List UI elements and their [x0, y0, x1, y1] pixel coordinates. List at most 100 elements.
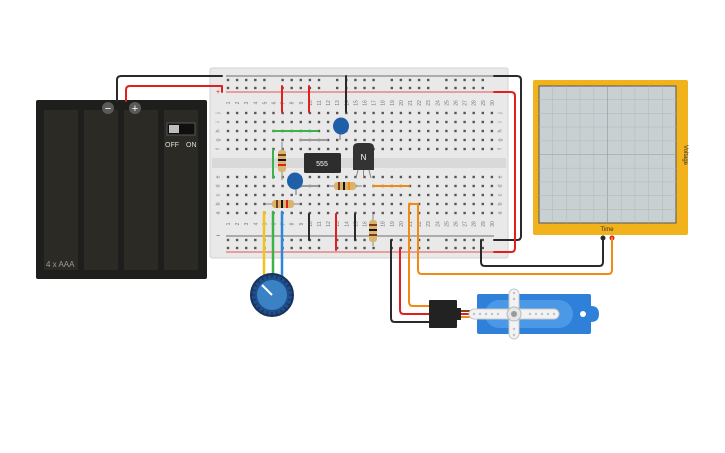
breadboard-hole[interactable]: [454, 193, 457, 197]
breadboard-hole[interactable]: [490, 129, 494, 133]
breadboard-hole[interactable]: [390, 138, 393, 142]
breadboard-hole[interactable]: [354, 129, 357, 133]
breadboard-hole[interactable]: [490, 120, 494, 124]
breadboard-hole[interactable]: [445, 111, 448, 115]
breadboard-hole[interactable]: [399, 175, 403, 179]
resistor-vertical-1[interactable]: [278, 142, 286, 180]
rail-hole[interactable]: [290, 78, 293, 82]
breadboard-hole[interactable]: [454, 138, 457, 142]
rail-hole[interactable]: [417, 246, 421, 250]
breadboard-hole[interactable]: [363, 193, 366, 197]
rail-hole[interactable]: [299, 86, 302, 90]
rail-hole[interactable]: [226, 246, 230, 250]
breadboard-hole[interactable]: [254, 147, 257, 151]
breadboard-hole[interactable]: [317, 175, 321, 179]
wire-battery-negative[interactable]: [116, 75, 223, 102]
rail-hole[interactable]: [317, 246, 321, 250]
breadboard-hole[interactable]: [290, 111, 293, 115]
rail-hole[interactable]: [463, 86, 466, 90]
breadboard-hole[interactable]: [481, 147, 484, 151]
breadboard-hole[interactable]: [472, 129, 475, 133]
breadboard-hole[interactable]: [245, 147, 248, 151]
breadboard-hole[interactable]: [408, 129, 412, 133]
breadboard-hole[interactable]: [454, 211, 457, 215]
breadboard-hole[interactable]: [281, 138, 284, 142]
breadboard-hole[interactable]: [408, 147, 412, 151]
breadboard-hole[interactable]: [345, 138, 348, 142]
breadboard-hole[interactable]: [245, 211, 248, 215]
rail-hole[interactable]: [245, 238, 248, 242]
breadboard-hole[interactable]: [308, 211, 312, 215]
breadboard-hole[interactable]: [226, 184, 230, 188]
breadboard-hole[interactable]: [472, 111, 475, 115]
breadboard-hole[interactable]: [390, 211, 393, 215]
breadboard-hole[interactable]: [481, 129, 484, 133]
breadboard-hole[interactable]: [372, 175, 375, 179]
breadboard-hole[interactable]: [445, 147, 448, 151]
breadboard-hole[interactable]: [363, 111, 366, 115]
breadboard-hole[interactable]: [399, 120, 403, 124]
breadboard-hole[interactable]: [490, 211, 494, 215]
breadboard-hole[interactable]: [481, 111, 484, 115]
breadboard-hole[interactable]: [326, 147, 330, 151]
breadboard-hole[interactable]: [308, 175, 312, 179]
breadboard-hole[interactable]: [417, 111, 421, 115]
breadboard-hole[interactable]: [463, 211, 466, 215]
breadboard-hole[interactable]: [436, 111, 439, 115]
breadboard-hole[interactable]: [454, 202, 457, 206]
breadboard-hole[interactable]: [336, 175, 339, 179]
rail-hole[interactable]: [336, 78, 339, 82]
breadboard-hole[interactable]: [381, 211, 384, 215]
breadboard-hole[interactable]: [317, 120, 321, 124]
breadboard-hole[interactable]: [372, 211, 375, 215]
rail-hole[interactable]: [408, 86, 412, 90]
breadboard-hole[interactable]: [263, 202, 266, 206]
rail-hole[interactable]: [417, 238, 421, 242]
breadboard-hole[interactable]: [490, 175, 494, 179]
breadboard-hole[interactable]: [326, 211, 330, 215]
breadboard-hole[interactable]: [472, 211, 475, 215]
breadboard-hole[interactable]: [254, 184, 257, 188]
breadboard-hole[interactable]: [354, 202, 357, 206]
breadboard-hole[interactable]: [263, 193, 266, 197]
rail-hole[interactable]: [226, 238, 230, 242]
servo[interactable]: [429, 288, 599, 340]
breadboard-hole[interactable]: [254, 211, 257, 215]
wire-servo-black[interactable]: [390, 239, 433, 323]
breadboard-hole[interactable]: [463, 193, 466, 197]
breadboard-hole[interactable]: [308, 120, 312, 124]
rail-hole[interactable]: [317, 86, 321, 90]
breadboard-hole[interactable]: [245, 202, 248, 206]
power-switch-knob[interactable]: [169, 125, 179, 133]
breadboard-hole[interactable]: [263, 138, 266, 142]
breadboard-hole[interactable]: [372, 129, 375, 133]
battery-minus-terminal[interactable]: [102, 102, 114, 114]
breadboard-hole[interactable]: [272, 111, 275, 115]
breadboard-hole[interactable]: [372, 120, 375, 124]
breadboard-hole[interactable]: [454, 184, 457, 188]
breadboard-hole[interactable]: [436, 211, 439, 215]
rail-hole[interactable]: [472, 78, 475, 82]
breadboard-hole[interactable]: [345, 147, 348, 151]
breadboard-hole[interactable]: [263, 184, 266, 188]
breadboard-hole[interactable]: [381, 147, 384, 151]
capacitor-2[interactable]: [287, 172, 303, 190]
breadboard-hole[interactable]: [481, 184, 484, 188]
battery-plus-terminal[interactable]: [129, 102, 141, 114]
breadboard-hole[interactable]: [326, 184, 330, 188]
breadboard-hole[interactable]: [454, 129, 457, 133]
rail-hole[interactable]: [390, 86, 393, 90]
servo-connector[interactable]: [429, 300, 457, 328]
breadboard-hole[interactable]: [454, 111, 457, 115]
rail-hole[interactable]: [399, 86, 403, 90]
breadboard-hole[interactable]: [454, 147, 457, 151]
breadboard-hole[interactable]: [254, 202, 257, 206]
breadboard-hole[interactable]: [245, 193, 248, 197]
rail-hole[interactable]: [427, 238, 430, 242]
breadboard-hole[interactable]: [326, 120, 330, 124]
breadboard-hole[interactable]: [490, 193, 494, 197]
wire-battery-positive[interactable]: [125, 85, 223, 102]
breadboard-hole[interactable]: [299, 120, 302, 124]
breadboard-hole[interactable]: [472, 138, 475, 142]
breadboard-hole[interactable]: [317, 211, 321, 215]
